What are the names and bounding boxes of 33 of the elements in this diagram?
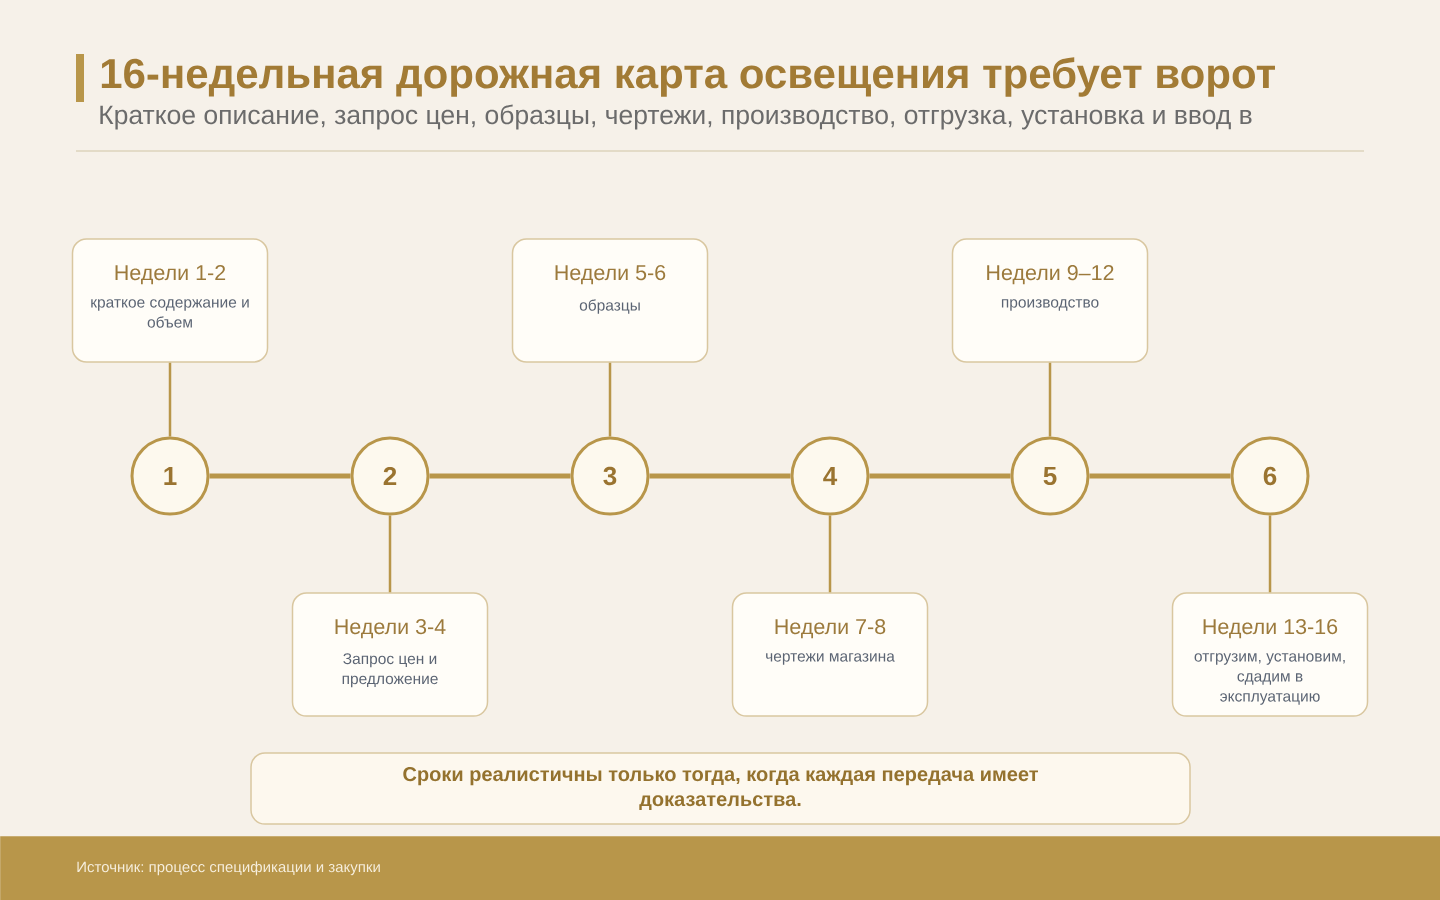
connector-line <box>1268 515 1272 593</box>
subtitle: Краткое описание, запрос цен, образцы, чертежи, производство, отгрузка, установка и ввод в <box>100 104 1252 130</box>
title: 16-недельная дорожная карта освещения требует ворот <box>101 57 1275 97</box>
card <box>1171 592 1369 717</box>
card-text: краткое содержание и объем <box>91 299 249 328</box>
card <box>71 238 269 363</box>
connector-line <box>608 362 612 437</box>
connector-line <box>168 362 172 437</box>
card-heading: Недели 3-4 <box>335 619 446 639</box>
timeline-line <box>429 473 571 479</box>
card-text: образцы <box>579 299 640 314</box>
card-heading: Недели 9–12 <box>987 265 1114 285</box>
card-heading: Недели 1-2 <box>115 265 226 285</box>
card-heading: Недели 7-8 <box>775 619 886 639</box>
card <box>511 238 709 363</box>
card <box>951 238 1149 363</box>
card <box>291 592 489 717</box>
card-heading: Недели 13-16 <box>1203 619 1338 639</box>
note-box: Сроки реалистичны только тогда, когда каждая передача имеет доказательства. <box>250 752 1191 825</box>
timeline-line <box>869 473 1011 479</box>
connector-line <box>388 515 392 593</box>
card <box>731 592 929 717</box>
card-heading: Недели 5-6 <box>555 265 666 285</box>
footer-band: Источник: процесс спецификации и закупки <box>0 836 1440 900</box>
timeline-line <box>1089 473 1231 479</box>
connector-line <box>828 515 832 593</box>
connector-line <box>1048 362 1052 437</box>
card-text: отгрузим, установим, сдадим в эксплуатацию <box>1194 653 1345 705</box>
card-text: чертежи магазина <box>766 653 895 665</box>
timeline-line <box>209 473 351 479</box>
card-text: производство <box>1001 299 1099 311</box>
card-text: Запрос цен и предложение <box>342 653 438 688</box>
timeline-line <box>649 473 791 479</box>
